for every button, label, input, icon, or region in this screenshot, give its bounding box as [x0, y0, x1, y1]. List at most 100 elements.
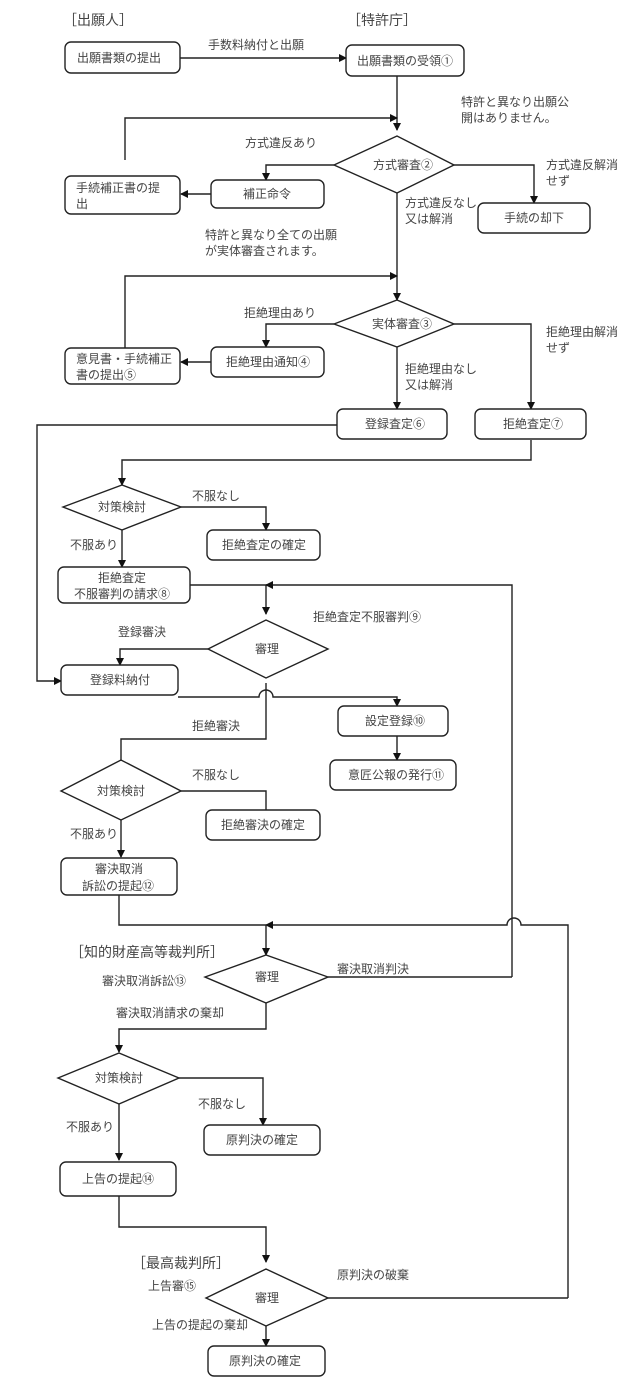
- label-revocation-judgment: 審決取消判決: [337, 961, 409, 976]
- node-opinion-submission: 意見書・手続補正 書の提出⑤: [64, 347, 181, 385]
- svg-text:対策検討: 対策検討: [95, 1070, 143, 1085]
- line-suit-to-trial: [118, 895, 266, 926]
- label-formality-ok-1: 方式違反なし: [405, 195, 477, 210]
- note-publication-2: 開はありません。: [461, 111, 557, 125]
- node-procedure-dismissal: 手続の却下: [477, 202, 591, 234]
- node-formality-exam: 方式審査②: [332, 135, 456, 194]
- svg-text:原判決の確定: 原判決の確定: [229, 1353, 301, 1368]
- header-jpo: ［特許庁］: [347, 13, 417, 29]
- note-exam-1: 特許と異なり全ての出願: [205, 227, 337, 242]
- label-no-objection-1: 不服なし: [192, 489, 240, 503]
- label-refusal-reason: 拒絶理由あり: [244, 305, 316, 320]
- svg-text:実体審査③: 実体審査③: [372, 316, 432, 331]
- label-original-reversed: 原判決の破棄: [337, 1267, 409, 1282]
- node-trial-2: 審理: [203, 954, 330, 1004]
- arrow-formality-to-dismissal: [454, 164, 538, 204]
- node-refusal-notice: 拒絶理由通知④: [210, 346, 325, 378]
- label-objection-3: 不服あり: [66, 1120, 114, 1134]
- svg-text:拒絶審決の確定: 拒絶審決の確定: [221, 817, 305, 832]
- arrow-dismissed-to-countermeasure: [115, 1003, 267, 1053]
- svg-text:意見書・手続補正: 意見書・手続補正: [76, 351, 172, 366]
- node-receive-application: 出願書類の受領①: [345, 44, 465, 77]
- svg-text:対策検討: 対策検討: [98, 499, 146, 514]
- svg-text:出願書類の提出: 出願書類の提出: [77, 50, 161, 65]
- node-refusal-trial-final: 拒絶審決の確定: [205, 809, 321, 841]
- header-supreme-court: ［最高裁判所］: [132, 1255, 230, 1272]
- svg-text:審理: 審理: [255, 969, 279, 984]
- node-submit-amendment: 手続補正書の提 出: [64, 175, 181, 215]
- svg-text:拒絶査定⑦: 拒絶査定⑦: [503, 416, 563, 431]
- svg-text:出願書類の受領①: 出願書類の受領①: [357, 53, 453, 68]
- svg-text:審決取消: 審決取消: [95, 861, 143, 876]
- note-publication-1: 特許と異なり出願公: [461, 94, 569, 109]
- svg-text:拒絶理由通知④: 拒絶理由通知④: [226, 354, 310, 369]
- svg-text:補正命令: 補正命令: [243, 186, 291, 201]
- arrow-revocation-return: [265, 581, 513, 977]
- node-countermeasure-1: 対策検討: [61, 484, 183, 531]
- label-revocation-suit: 審決取消訴訟⑬: [102, 973, 186, 988]
- node-registration-decision: 登録査定⑥: [336, 408, 448, 440]
- svg-text:書の提出⑤: 書の提出⑤: [76, 367, 136, 382]
- arrow-opinion-loop: [124, 272, 398, 348]
- arrow-registration-to-fee: [36, 424, 337, 685]
- node-amend-order: 補正命令: [210, 179, 325, 209]
- label-objection-2: 不服あり: [70, 827, 118, 841]
- label-no-objection-3: 不服なし: [198, 1097, 246, 1111]
- node-submit-application: 出願書類の提出: [64, 41, 181, 74]
- label-formality-unresolved-2: せず: [546, 174, 570, 188]
- svg-text:拒絶査定: 拒絶査定: [98, 570, 146, 585]
- label-formality-ok-2: 又は解消: [405, 212, 453, 226]
- node-refusal-final: 拒絶査定の確定: [206, 529, 321, 561]
- arrow-appeal-to-supreme: [118, 1196, 270, 1263]
- svg-text:対策検討: 対策検討: [97, 783, 145, 798]
- svg-text:出: 出: [76, 197, 88, 211]
- node-refusal-decision: 拒絶査定⑦: [474, 408, 587, 440]
- label-fee-and-filing: 手数料納付と出願: [208, 37, 304, 52]
- label-appeal-trial: 拒絶査定不服審判⑨: [313, 609, 421, 624]
- label-appeal-dismissed: 上告の提起の棄却: [152, 1317, 248, 1332]
- svg-text:審理: 審理: [255, 1290, 279, 1305]
- svg-text:方式審査②: 方式審査②: [373, 157, 433, 172]
- arrow-refusal-to-countermeasure: [118, 440, 532, 486]
- node-trial-1: 審理: [206, 619, 330, 679]
- arrow-amendment-loop: [124, 114, 398, 160]
- arrow-appeal-to-trial: [190, 584, 270, 615]
- label-formality-unresolved-1: 方式違反解消: [546, 157, 618, 172]
- arrow-formality-to-amend-order: [262, 164, 334, 181]
- node-original-final-2: 原判決の確定: [207, 1345, 326, 1377]
- arrow-substantive-to-refusal-notice: [262, 323, 334, 348]
- svg-text:拒絶査定の確定: 拒絶査定の確定: [222, 537, 306, 552]
- svg-text:設定登録⑩: 設定登録⑩: [365, 713, 425, 728]
- label-refusal-ok-2: 又は解消: [405, 378, 453, 392]
- edge-labels: 手数料納付と出願 特許と異なり出願公 開はありません。 方式違反あり 方式違反解…: [66, 37, 618, 1332]
- label-no-objection-2: 不服なし: [192, 768, 240, 782]
- node-trial-3: 審理: [204, 1268, 330, 1327]
- node-countermeasure-2: 対策検討: [59, 759, 183, 821]
- note-exam-2: が実体審査されます。: [205, 243, 324, 258]
- svg-text:登録料納付: 登録料納付: [90, 672, 150, 687]
- label-objection-1: 不服あり: [70, 538, 118, 552]
- label-registration-trial: 登録審決: [118, 624, 166, 639]
- header-applicant: ［出願人］: [63, 13, 133, 29]
- svg-text:原判決の確定: 原判決の確定: [226, 1132, 298, 1147]
- label-refusal-unresolved-2: せず: [546, 341, 570, 355]
- svg-text:意匠公報の発行⑪: 意匠公報の発行⑪: [348, 767, 444, 782]
- node-appeal-filing: 上告の提起⑭: [59, 1161, 177, 1197]
- label-refusal-ok-1: 拒絶理由なし: [405, 361, 477, 376]
- label-revocation-dismissed: 審決取消請求の棄却: [116, 1005, 224, 1020]
- node-original-final-1: 原判決の確定: [203, 1124, 321, 1156]
- arrow-reversal-return: [265, 917, 569, 1298]
- svg-text:登録査定⑥: 登録査定⑥: [365, 416, 425, 431]
- arrow-fee-to-establish: [178, 689, 401, 707]
- header-ip-high-court: ［知的財産高等裁判所］: [70, 944, 224, 961]
- arrow-no-objection-1: [181, 506, 270, 531]
- svg-text:訴訟の提起⑫: 訴訟の提起⑫: [82, 878, 154, 893]
- node-revocation-suit: 審決取消 訴訟の提起⑫: [60, 857, 178, 896]
- label-refusal-trial: 拒絶審決: [192, 718, 240, 733]
- label-refusal-unresolved-1: 拒絶理由解消: [546, 324, 618, 339]
- arrow-no-objection-3: [179, 1077, 267, 1126]
- node-countermeasure-3: 対策検討: [56, 1052, 181, 1105]
- node-registration-fee: 登録料納付: [60, 664, 179, 696]
- svg-text:不服審判の請求⑧: 不服審判の請求⑧: [74, 586, 170, 601]
